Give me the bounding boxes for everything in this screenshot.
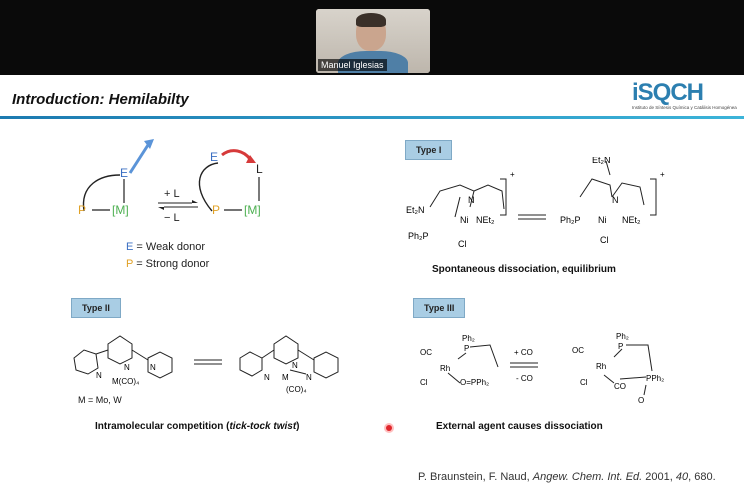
t3-PPh2-right: PPh₂ <box>646 374 664 383</box>
type1-caption: Spontaneous dissociation, equilibrium <box>432 264 616 275</box>
ref-journal: Angew. Chem. Int. Ed. <box>532 471 643 483</box>
type1-tag: Type I <box>405 140 453 160</box>
participant-name: Manuel Iglesias <box>318 59 387 71</box>
t1-Ni-left: Ni <box>460 215 469 225</box>
logo-text: iSQCH <box>632 79 704 106</box>
t1-NEt2-right: NEt₂ <box>622 215 641 225</box>
type1-caption-text: Spontaneous dissociation, equilibrium <box>432 264 616 275</box>
t3-Rh-right: Rh <box>596 362 606 371</box>
minus-L-label: − L <box>164 212 180 224</box>
t1-Et2N-left: Et₂N <box>406 205 425 215</box>
type2-metal-note: M = Mo, W <box>78 395 122 405</box>
t3-plus-CO: + CO <box>514 348 533 357</box>
t1-N-left: N <box>468 195 475 205</box>
reference-citation: P. Braunstein, F. Naud, Angew. Chem. Int… <box>418 471 716 483</box>
t1-charge-right: + <box>660 170 665 179</box>
t3-OPPh2-left: O=PPh₂ <box>460 378 489 387</box>
presentation-slide: Introduction: Hemilabilty iSQCH Institut… <box>0 75 744 497</box>
t2-N1-right: N <box>264 373 270 382</box>
meeting-top-bar: Manuel Iglesias <box>0 0 744 75</box>
t3-P-right: P <box>618 342 623 351</box>
type2-tag: Type II <box>71 298 121 318</box>
type1-scheme: N Et₂N Ni NEt₂ Ph₂P Cl + Et₂N N Ph₂P Ni … <box>406 157 665 249</box>
type3-caption: External agent causes dissociation <box>436 421 603 432</box>
t1-Ph2P-left: Ph₂P <box>408 231 429 241</box>
participant-video-tile[interactable]: Manuel Iglesias <box>316 9 430 73</box>
type2-caption-italic: tick-tock twist <box>229 421 297 432</box>
atom-M-right: [M] <box>244 203 261 217</box>
t3-OC-right: OC <box>572 346 584 355</box>
t1-charge-left: + <box>510 170 515 179</box>
atom-P-left: P <box>78 203 86 217</box>
plus-L-label: + L <box>164 188 180 200</box>
t3-minus-CO: - CO <box>516 374 533 383</box>
type2-caption-main: Intramolecular competition ( <box>95 421 230 432</box>
ref-pages: , 680. <box>688 471 716 483</box>
t1-Ph2P-right: Ph₂P <box>560 215 581 225</box>
legend-strong-donor: P = Strong donor <box>126 258 209 270</box>
legend-P-key: P <box>126 258 134 270</box>
t3-O-right: O <box>638 396 644 405</box>
participant-hair <box>356 13 386 27</box>
slide-header: Introduction: Hemilabilty iSQCH Institut… <box>0 75 744 119</box>
atom-E-left: E <box>120 166 128 180</box>
type3-scheme: Ph₂ P OC Rh Cl O=PPh₂ + CO - CO Ph₂ P OC… <box>420 333 664 405</box>
t3-CO-right: CO <box>614 382 626 391</box>
legend-P-text: = Strong donor <box>133 258 210 270</box>
t3-Cl-left: Cl <box>420 378 428 387</box>
t3-OC-left: OC <box>420 348 432 357</box>
ref-volume: 40 <box>675 471 689 483</box>
t2-N1-left: N <box>96 371 102 380</box>
type3-tag: Type III <box>413 298 466 318</box>
slide-title: Introduction: Hemilabilty <box>12 91 189 108</box>
t1-NEt2-left: NEt₂ <box>476 215 495 225</box>
laser-pointer-icon <box>386 425 392 431</box>
legend-E-text: = Weak donor <box>133 241 205 253</box>
t2-N3-right: N <box>306 373 312 382</box>
t2-N2-right: N <box>292 361 298 370</box>
t1-Ni-right: Ni <box>598 215 607 225</box>
t1-Cl-left: Cl <box>458 239 467 249</box>
type2-caption-end: ) <box>296 421 300 432</box>
isqch-logo: iSQCH Instituto de Síntesis Química y Ca… <box>632 79 737 110</box>
t3-P-left: P <box>464 344 469 353</box>
atom-M-left: [M] <box>112 203 129 217</box>
t2-N3-left: N <box>150 363 156 372</box>
atom-P-right: P <box>212 203 220 217</box>
type2-caption: Intramolecular competition (tick-tock tw… <box>95 421 300 432</box>
atom-E-right: E <box>210 150 218 164</box>
legend-E-key: E <box>126 241 134 253</box>
type3-caption-text: External agent causes dissociation <box>436 421 603 432</box>
t3-Rh-left: Rh <box>440 364 450 373</box>
t1-N-right: N <box>612 195 619 205</box>
t2-N2-left: N <box>124 363 130 372</box>
logo-subtitle: Instituto de Síntesis Química y Catálisi… <box>632 105 737 110</box>
t3-Cl-right: Cl <box>580 378 588 387</box>
atom-L: L <box>256 162 263 176</box>
title-underline <box>0 116 744 119</box>
ref-year: 2001, <box>642 471 676 483</box>
hemilabile-equilibrium-scheme: E P [M] + L − L E L P [M] <box>78 139 263 224</box>
t1-Et2N-right: Et₂N <box>592 157 611 165</box>
type2-scheme: N N N M(CO)₄ N N N M (CO)₄ <box>73 335 339 394</box>
t2-M-right: M <box>282 373 289 382</box>
t3-Ph2-left: Ph₂ <box>462 334 475 343</box>
t2-MCO4-left: M(CO)₄ <box>112 377 139 386</box>
legend-weak-donor: E = Weak donor <box>126 241 205 253</box>
t2-CO4-right: (CO)₄ <box>286 385 307 394</box>
ref-authors: P. Braunstein, F. Naud, <box>418 471 533 483</box>
t3-Ph2-right: Ph₂ <box>616 333 629 341</box>
t1-Cl-right: Cl <box>600 235 609 245</box>
